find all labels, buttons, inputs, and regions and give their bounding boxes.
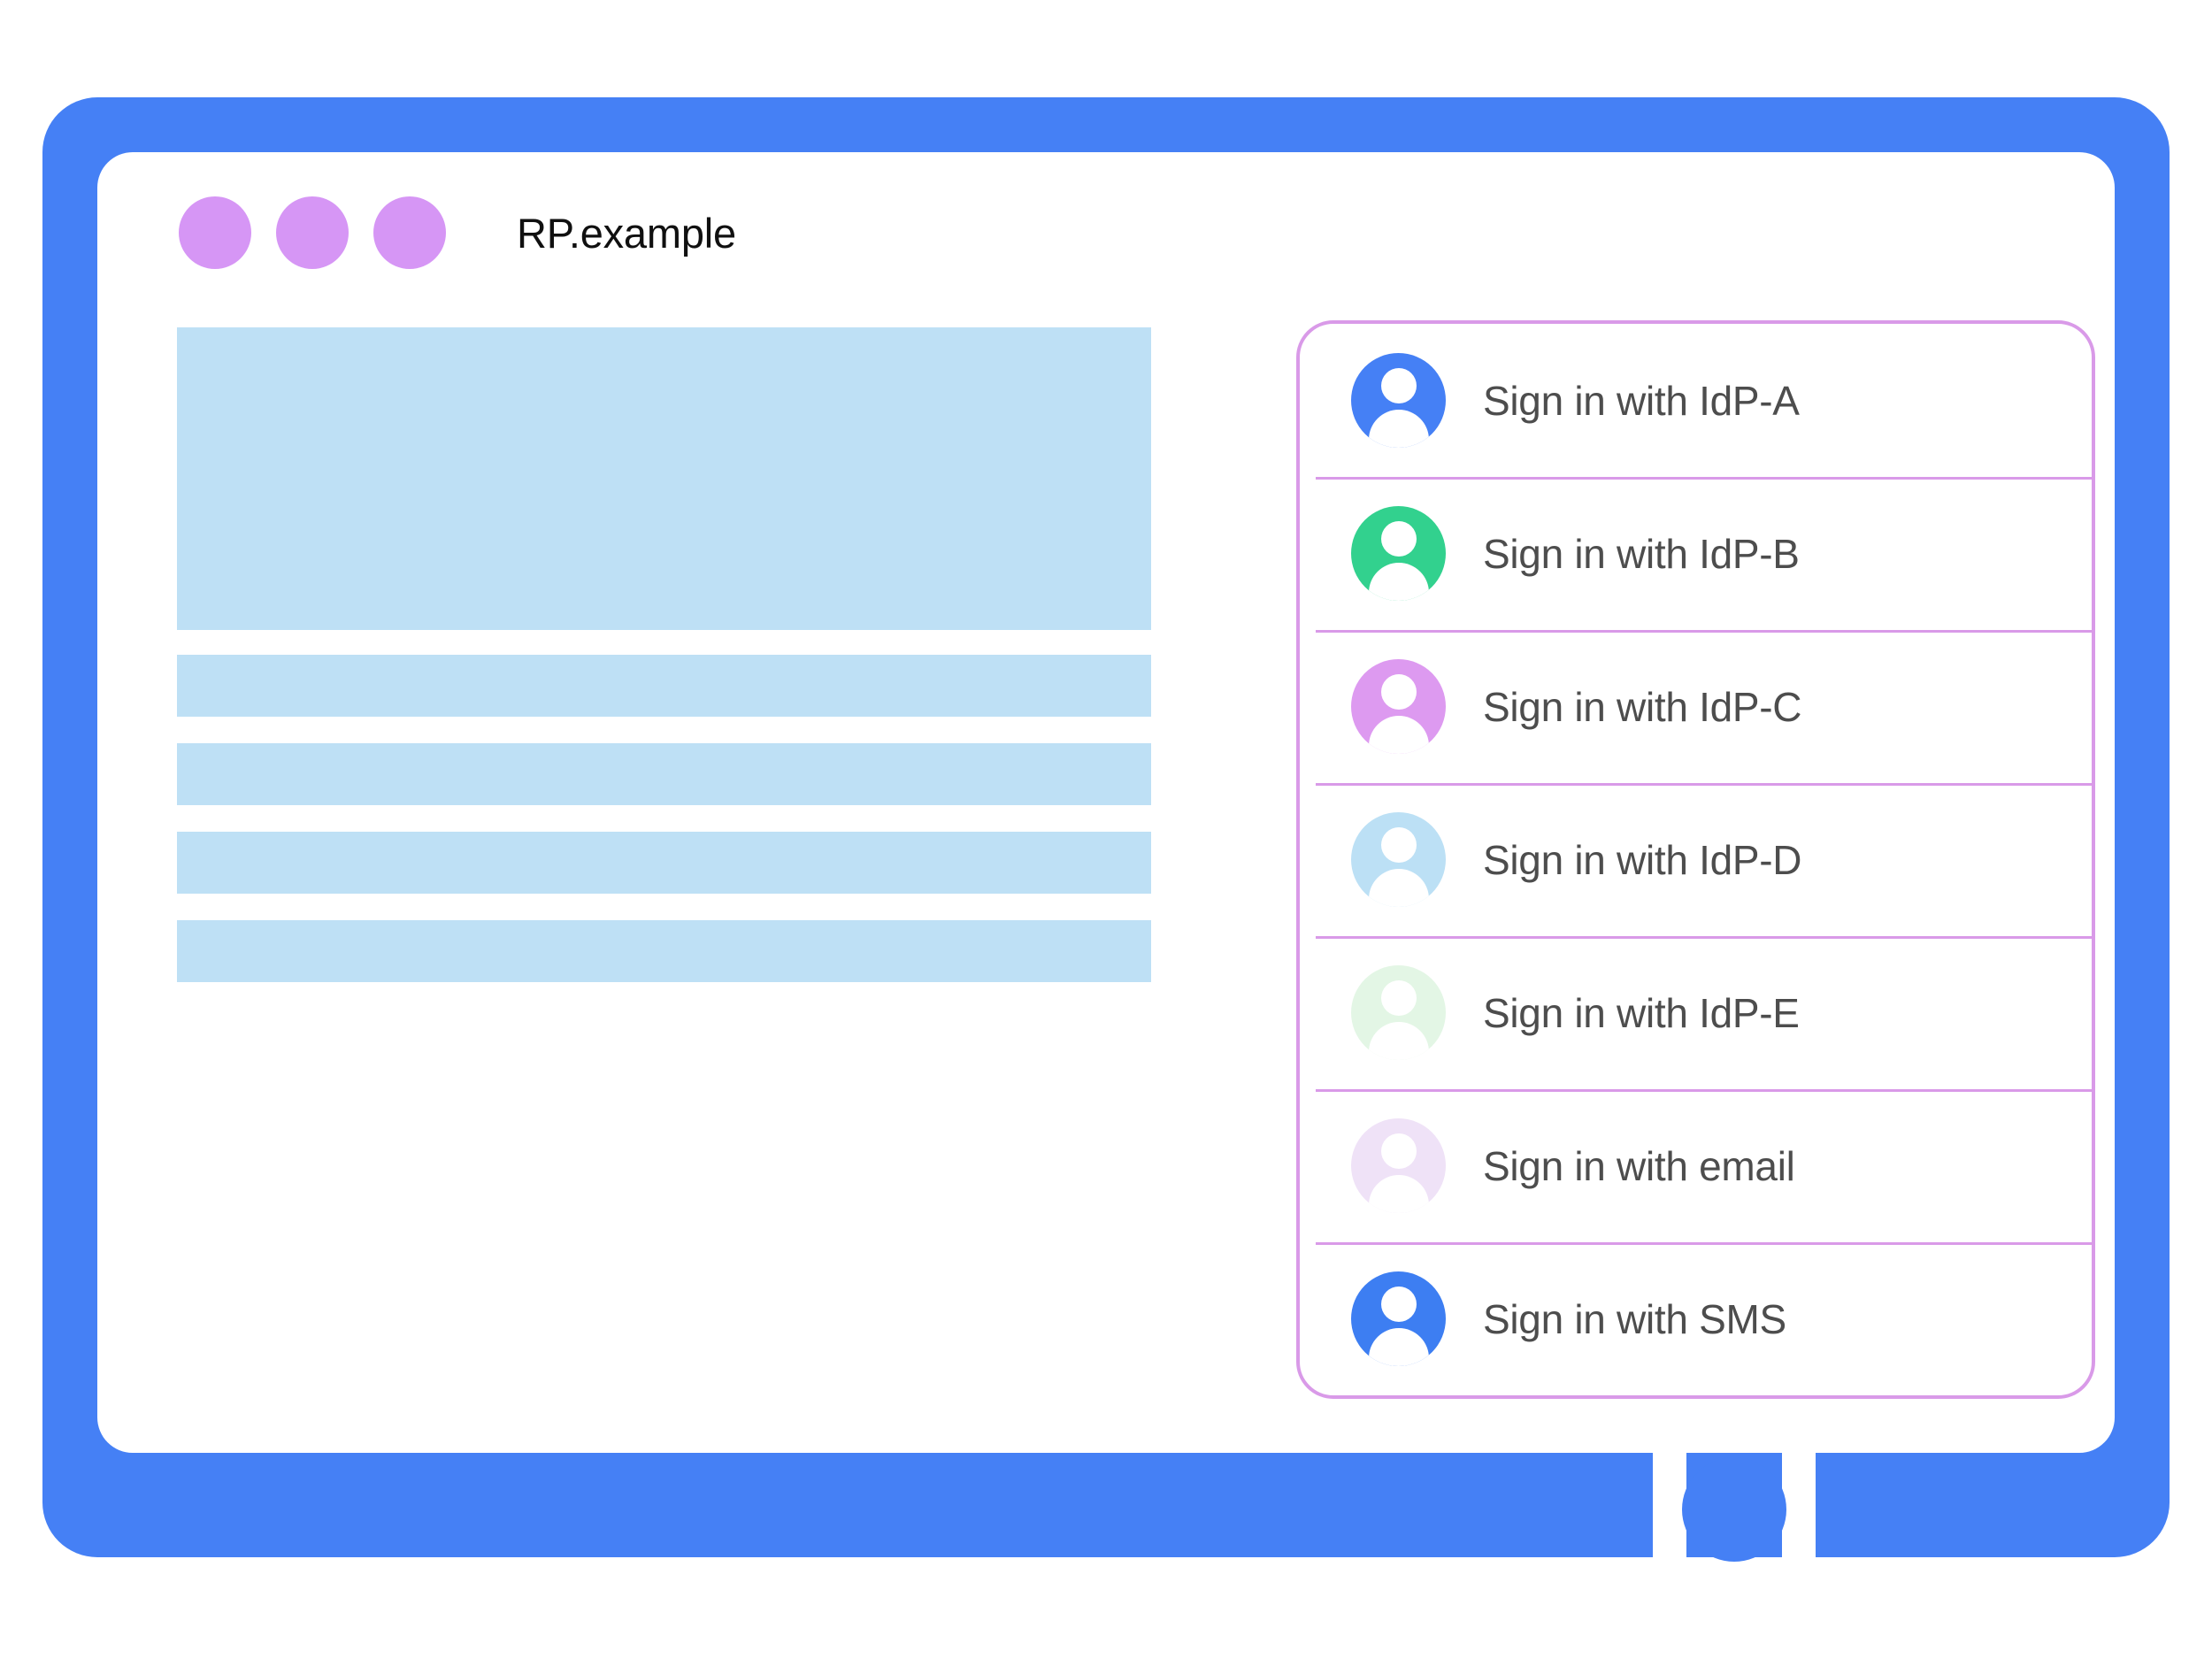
signin-option-row[interactable]: Sign in with email	[1300, 1089, 2092, 1242]
text-bar-3	[177, 832, 1151, 894]
browser-titlebar: RP.example	[179, 195, 736, 271]
avatar-head-shape	[1380, 674, 1417, 710]
account-avatar-icon	[1351, 1118, 1446, 1213]
account-avatar-icon	[1351, 659, 1446, 754]
text-bar-2	[177, 743, 1151, 805]
signin-option-label: Sign in with IdP-D	[1483, 836, 1802, 883]
text-bar-4	[177, 920, 1151, 982]
hero-placeholder	[177, 327, 1151, 630]
avatar-head-shape	[1380, 1133, 1417, 1169]
page-title: RP.example	[517, 209, 736, 257]
text-bar-1	[177, 655, 1151, 717]
signin-option-row[interactable]: Sign in with SMS	[1300, 1242, 2092, 1395]
signin-option-row[interactable]: Sign in with IdP-A	[1300, 324, 2092, 477]
avatar-head-shape	[1380, 521, 1417, 557]
window-dot-3[interactable]	[373, 196, 446, 269]
window-dot-1[interactable]	[179, 196, 251, 269]
signin-option-label: Sign in with SMS	[1483, 1295, 1786, 1342]
account-avatar-icon	[1351, 965, 1446, 1060]
avatar-body-shape	[1368, 563, 1429, 601]
bezel-gap-right	[1782, 1447, 1816, 1572]
signin-option-label: Sign in with IdP-A	[1483, 377, 1800, 424]
account-avatar-icon	[1351, 353, 1446, 448]
signin-option-row[interactable]: Sign in with IdP-E	[1300, 936, 2092, 1089]
avatar-head-shape	[1380, 1286, 1417, 1322]
avatar-head-shape	[1380, 980, 1417, 1016]
bezel-gap-left	[1653, 1447, 1686, 1572]
signin-option-label: Sign in with email	[1483, 1142, 1795, 1189]
page-content-placeholders	[177, 327, 1151, 1009]
account-avatar-icon	[1351, 812, 1446, 907]
signin-option-row[interactable]: Sign in with IdP-C	[1300, 630, 2092, 783]
avatar-head-shape	[1380, 368, 1417, 403]
avatar-body-shape	[1368, 869, 1429, 907]
avatar-body-shape	[1368, 716, 1429, 754]
signin-option-label: Sign in with IdP-C	[1483, 683, 1802, 730]
signin-provider-card: Sign in with IdP-A Sign in with IdP-B Sign…	[1296, 320, 2095, 1399]
signin-option-row[interactable]: Sign in with IdP-D	[1300, 783, 2092, 936]
account-avatar-icon	[1351, 506, 1446, 601]
avatar-body-shape	[1368, 410, 1429, 448]
window-dot-2[interactable]	[276, 196, 349, 269]
avatar-body-shape	[1368, 1022, 1429, 1060]
avatar-body-shape	[1368, 1328, 1429, 1366]
signin-option-row[interactable]: Sign in with IdP-B	[1300, 477, 2092, 630]
avatar-body-shape	[1368, 1175, 1429, 1213]
signin-option-label: Sign in with IdP-B	[1483, 530, 1800, 577]
home-button[interactable]	[1682, 1457, 1786, 1562]
avatar-head-shape	[1380, 827, 1417, 863]
signin-option-label: Sign in with IdP-E	[1483, 989, 1800, 1036]
account-avatar-icon	[1351, 1271, 1446, 1366]
